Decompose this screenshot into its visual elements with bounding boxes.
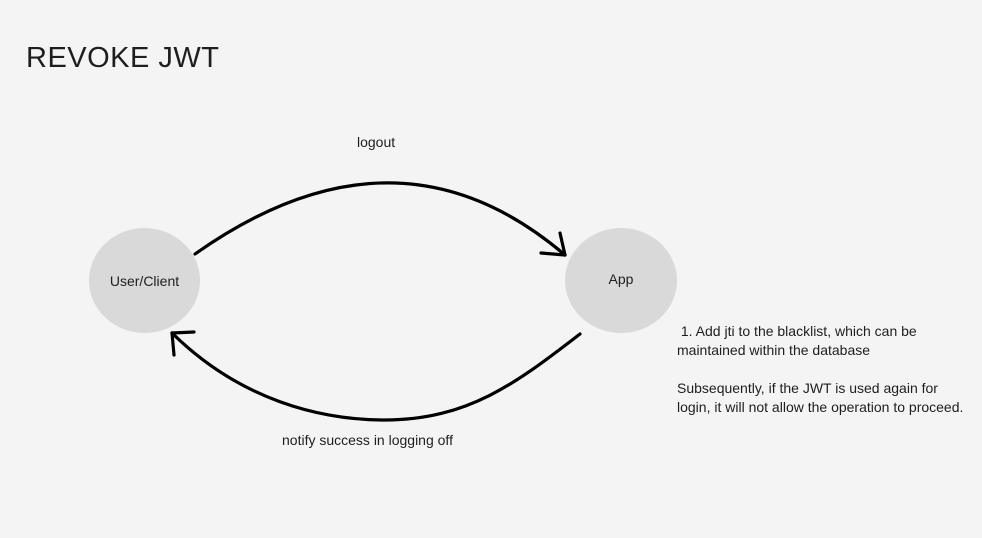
user-client-node: User/Client [89, 228, 200, 333]
logout-arrowhead [539, 231, 567, 257]
revoke-note: 1. Add jti to the blacklist, which can b… [677, 322, 967, 417]
logout-arrow [193, 181, 567, 257]
app-node: App [565, 228, 677, 333]
note-step-2: Subsequently, if the JWT is used again f… [677, 380, 964, 415]
user-client-label: User/Client [109, 272, 180, 289]
notify-arrow [170, 331, 582, 422]
notify-label: notify success in logging off [282, 432, 453, 448]
notify-arrowhead [170, 330, 196, 357]
note-step-1: 1. Add jti to the blacklist, which can b… [677, 323, 921, 358]
note-spacer [677, 360, 967, 379]
app-label: App [608, 270, 634, 287]
logout-label: logout [357, 134, 396, 150]
diagram-title: REVOKE JWT [26, 42, 220, 74]
